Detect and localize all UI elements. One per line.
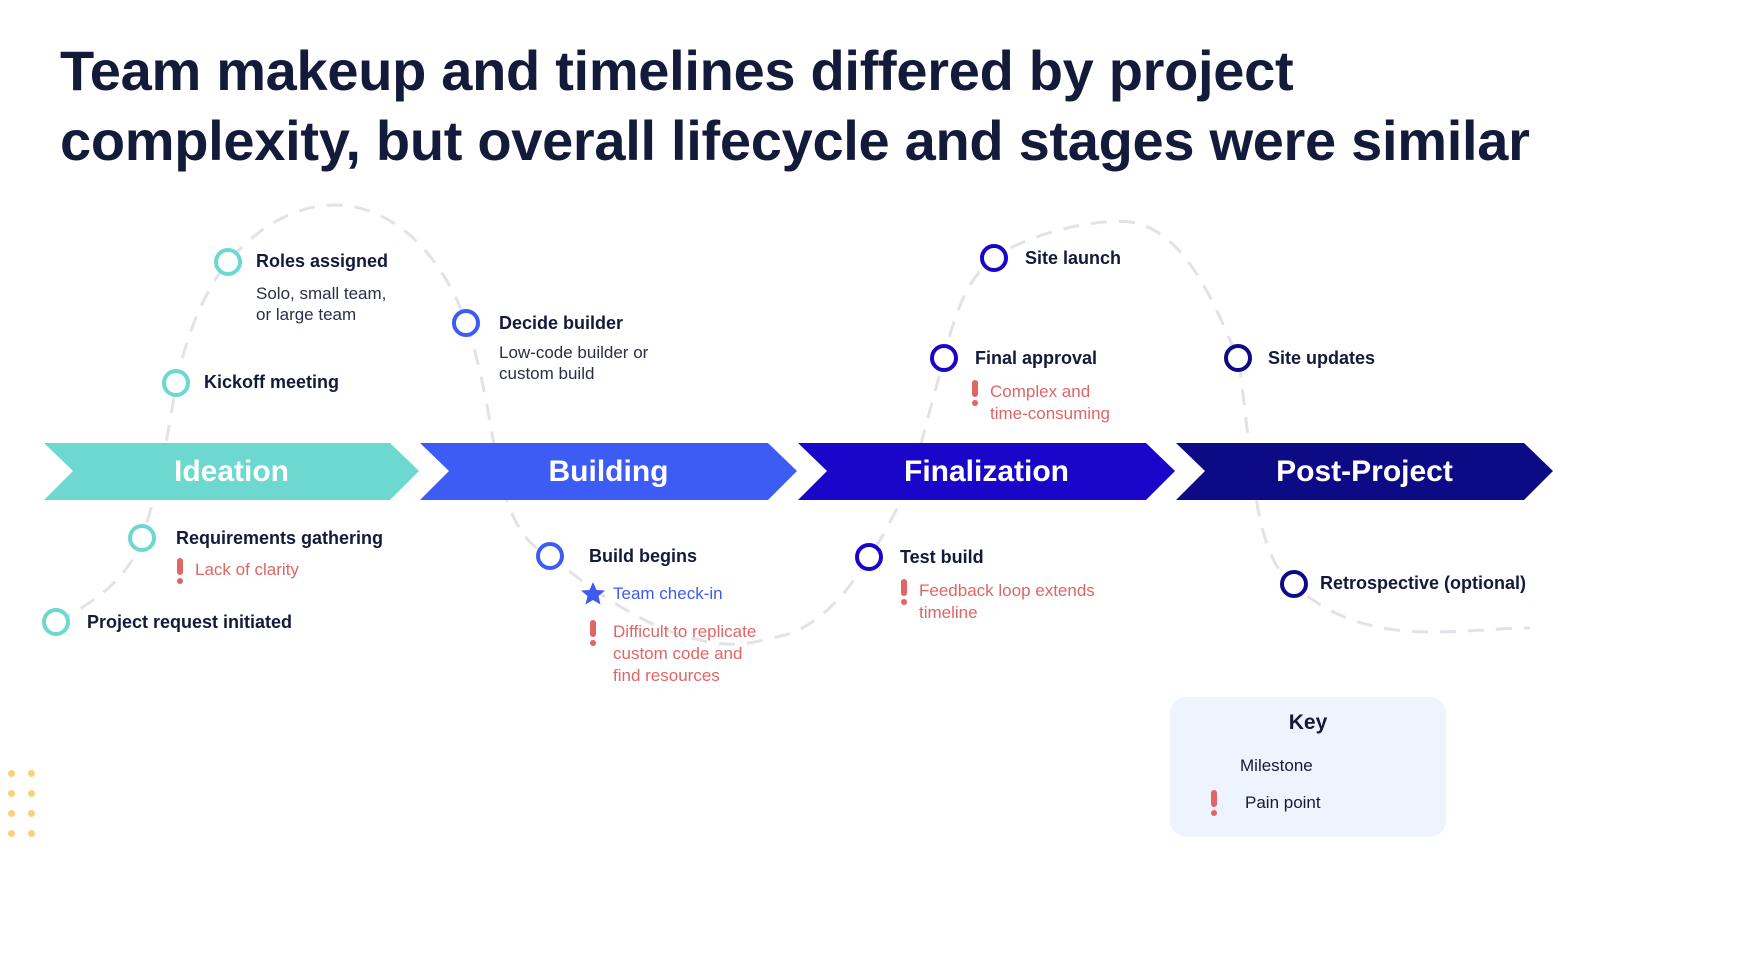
milestone-text-team-check-in: Team check-in: [613, 584, 723, 603]
pain-point-icon: [900, 579, 908, 605]
pain-text-build-2: custom code and: [613, 644, 743, 663]
key-milestone-label: Milestone: [1240, 756, 1313, 775]
stage-label-post-project: Post-Project: [1276, 455, 1453, 488]
title-line-2: complexity, but overall lifecycle and st…: [60, 109, 1530, 172]
node-circle-site-launch: [980, 244, 1008, 272]
node-sub-decide-builder-2: custom build: [499, 364, 595, 383]
node-label-final-approval: Final approval: [975, 348, 1098, 368]
key-title: Key: [1288, 711, 1328, 734]
node-circle-final-approval: [930, 344, 958, 372]
key-legend: Key Milestone Pain point: [1170, 697, 1446, 837]
stage-label-finalization: Finalization: [904, 455, 1069, 488]
stage-label-building: Building: [548, 455, 669, 488]
node-circle-requirements: [128, 524, 156, 552]
node-circle-kickoff: [162, 369, 190, 397]
stage-arrow-ideation: [44, 443, 419, 500]
node-circle-build-begins: [536, 542, 564, 570]
node-label-project-request: Project request initiated: [87, 612, 293, 632]
node-circle-roles: [214, 248, 242, 276]
node-circle-decide-builder: [452, 309, 480, 337]
node-circle-retrospective: [1280, 570, 1308, 598]
node-label-site-updates: Site updates: [1268, 348, 1376, 368]
node-sub-roles-2: or large team: [256, 305, 357, 324]
page-title: Team makeup and timelines differed by pr…: [60, 36, 1720, 176]
pain-text-test-build-1: Feedback loop extends: [919, 581, 1095, 600]
key-pain-point-icon: [1210, 790, 1218, 816]
node-circle-project-request: [42, 608, 70, 636]
pain-text-build-3: find resources: [613, 666, 720, 685]
node-label-kickoff: Kickoff meeting: [204, 372, 340, 392]
node-label-site-launch: Site launch: [1025, 248, 1122, 268]
pain-point-icon: [971, 380, 979, 406]
pain-text-test-build-2: timeline: [919, 603, 978, 622]
node-circle-site-updates: [1224, 344, 1252, 372]
stage-arrow-finalization: [798, 443, 1175, 500]
decorative-dots: [6, 768, 46, 854]
node-sub-roles-1: Solo, small team,: [256, 284, 387, 303]
node-label-roles: Roles assigned: [256, 251, 389, 271]
pain-point-icon: [589, 620, 597, 646]
node-label-build-begins: Build begins: [589, 546, 697, 566]
title-line-1: Team makeup and timelines differed by pr…: [60, 39, 1294, 102]
node-sub-decide-builder-1: Low-code builder or: [499, 343, 649, 362]
stage-arrow-post-project: [1176, 443, 1553, 500]
pain-text-final-approval-1: Complex and: [990, 382, 1091, 401]
node-label-test-build: Test build: [900, 547, 984, 567]
key-pain-point-label: Pain point: [1245, 793, 1321, 812]
node-circle-test-build: [855, 543, 883, 571]
node-label-decide-builder: Decide builder: [499, 313, 624, 333]
stage-label-ideation: Ideation: [173, 455, 289, 488]
node-label-retrospective: Retrospective (optional): [1320, 573, 1527, 593]
pain-text-final-approval-2: time-consuming: [990, 404, 1110, 423]
pain-text-build-1: Difficult to replicate: [613, 622, 757, 641]
pain-text-requirements: Lack of clarity: [195, 560, 299, 579]
node-label-requirements: Requirements gathering: [176, 528, 384, 548]
pain-point-icon: [176, 558, 184, 584]
milestone-star-icon: [581, 582, 605, 605]
stage-arrow-building: [420, 443, 797, 500]
